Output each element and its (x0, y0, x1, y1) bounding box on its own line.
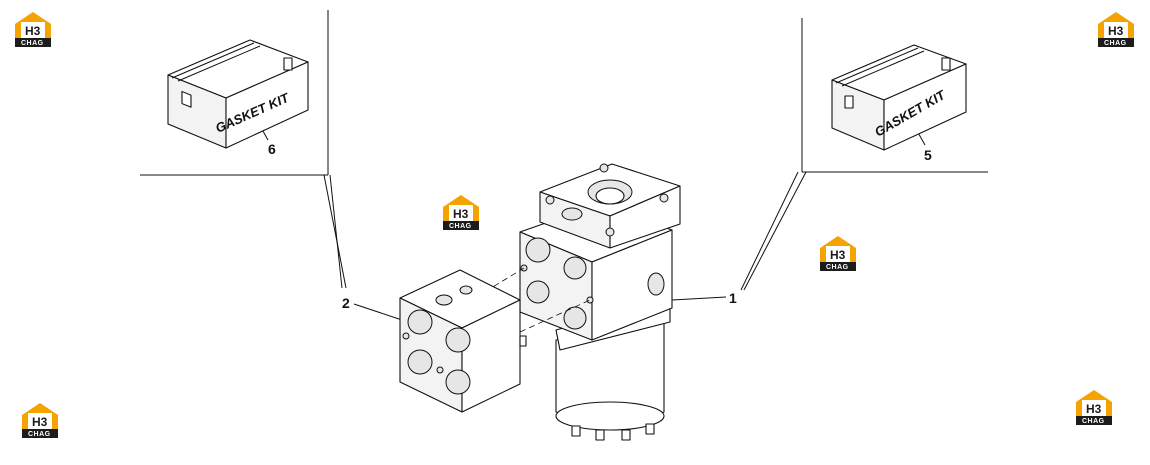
callout-5: 5 (924, 147, 932, 163)
callout-2: 2 (342, 295, 350, 311)
watermark-logo: H3 CHAG (1098, 12, 1134, 47)
svg-text:CHAG: CHAG (449, 223, 472, 230)
svg-text:H3: H3 (25, 24, 41, 38)
svg-text:H3: H3 (830, 248, 846, 262)
svg-text:CHAG: CHAG (1082, 418, 1105, 425)
watermark-logo: H3 CHAG (15, 12, 51, 47)
watermark-logo: H3 CHAG (443, 195, 479, 230)
svg-text:H3: H3 (1108, 24, 1124, 38)
watermark-logo: H3 CHAG (22, 403, 58, 438)
gasket-kit-box-left: GASKET KIT (167, 39, 309, 149)
steering-valve-body (519, 163, 681, 441)
svg-text:H3: H3 (1086, 402, 1102, 416)
svg-text:H3: H3 (453, 207, 469, 221)
svg-text:CHAG: CHAG (826, 264, 849, 271)
section-dividers (140, 10, 988, 176)
callout-6: 6 (268, 141, 276, 157)
callout-labels: 6 5 2 1 (268, 141, 932, 311)
gasket-kit-box-right: GASKET KIT (831, 44, 967, 151)
svg-text:CHAG: CHAG (1104, 40, 1127, 47)
svg-text:CHAG: CHAG (28, 431, 51, 438)
svg-text:CHAG: CHAG (21, 40, 44, 47)
callout-1: 1 (729, 290, 737, 306)
adapter-block (399, 269, 527, 413)
watermark-logo: H3 CHAG (820, 236, 856, 271)
watermark-logo: H3 CHAG (1076, 390, 1112, 425)
svg-text:H3: H3 (32, 415, 48, 429)
